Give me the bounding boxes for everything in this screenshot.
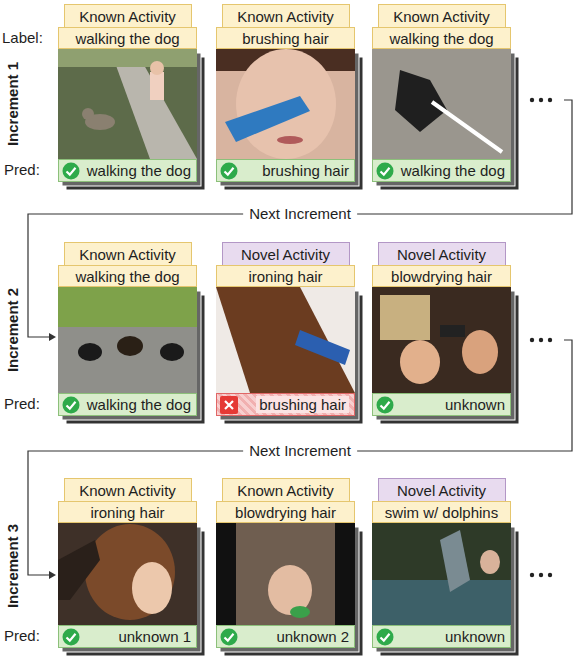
next-increment-label: Next Increment — [243, 443, 357, 460]
activity-type-text: Known Activity — [237, 9, 334, 24]
check-icon — [376, 162, 394, 180]
prediction-text: unknown 1 — [118, 629, 191, 644]
prediction-text: unknown — [445, 629, 505, 644]
label-text: walking the dog — [75, 31, 179, 46]
correct-prediction-bar: unknown — [372, 393, 511, 416]
increment-heading: Increment 3 — [5, 524, 22, 608]
ground-truth-label: swim w/ dolphins — [372, 501, 511, 523]
prediction-text: walking the dog — [401, 163, 505, 178]
novel-activity-tab: Novel Activity — [378, 242, 506, 266]
known-activity-tab: Known Activity — [64, 478, 192, 502]
increment-arrowheads — [49, 333, 56, 579]
ground-truth-label: blowdrying hair — [216, 501, 355, 523]
wrong-prediction-bar: brushing hair — [216, 393, 355, 416]
next-increment-label: Next Increment — [243, 206, 357, 223]
activity-type-text: Known Activity — [237, 483, 334, 498]
row-caption: Pred: — [4, 162, 40, 179]
ground-truth-label: brushing hair — [216, 27, 355, 49]
label-text: ironing hair — [248, 269, 322, 284]
correct-prediction-bar: walking the dog — [58, 159, 197, 182]
prediction-text: walking the dog — [87, 163, 191, 178]
activity-type-text: Novel Activity — [241, 247, 330, 262]
ground-truth-label: ironing hair — [216, 265, 355, 287]
activity-type-text: Known Activity — [79, 9, 176, 24]
check-icon — [62, 396, 80, 414]
known-activity-tab: Known Activity — [64, 242, 192, 266]
prediction-text: unknown 2 — [276, 629, 349, 644]
activity-type-text: Known Activity — [79, 483, 176, 498]
ground-truth-label: blowdrying hair — [372, 265, 511, 287]
label-text: brushing hair — [242, 31, 329, 46]
correct-prediction-bar: walking the dog — [372, 159, 511, 182]
check-icon — [220, 162, 238, 180]
label-text: ironing hair — [90, 505, 164, 520]
row-caption: Pred: — [4, 396, 40, 413]
novel-activity-tab: Novel Activity — [378, 478, 506, 502]
cross-icon — [220, 396, 238, 414]
prediction-text: walking the dog — [87, 397, 191, 412]
label-text: walking the dog — [75, 269, 179, 284]
ground-truth-label: walking the dog — [58, 27, 197, 49]
check-icon — [62, 162, 80, 180]
check-icon — [376, 628, 394, 646]
activity-type-text: Novel Activity — [397, 483, 486, 498]
continuation-dots — [530, 98, 552, 577]
correct-prediction-bar: unknown 2 — [216, 625, 355, 648]
check-icon — [220, 628, 238, 646]
label-text: swim w/ dolphins — [385, 505, 498, 520]
check-icon — [62, 628, 80, 646]
increment-heading: Increment 1 — [5, 62, 22, 146]
known-activity-tab: Known Activity — [222, 478, 350, 502]
correct-prediction-bar: unknown — [372, 625, 511, 648]
row-caption: Label: — [2, 30, 43, 47]
correct-prediction-bar: walking the dog — [58, 393, 197, 416]
prediction-text: brushing hair — [256, 396, 349, 413]
increment-heading: Increment 2 — [5, 288, 22, 372]
prediction-text: unknown — [445, 397, 505, 412]
label-text: walking the dog — [389, 31, 493, 46]
known-activity-tab: Known Activity — [222, 4, 350, 28]
video-frames — [58, 49, 511, 625]
row-caption: Pred: — [4, 628, 40, 645]
correct-prediction-bar: brushing hair — [216, 159, 355, 182]
known-activity-tab: Known Activity — [64, 4, 192, 28]
label-text: blowdrying hair — [391, 269, 492, 284]
ground-truth-label: ironing hair — [58, 501, 197, 523]
correct-prediction-bar: unknown 1 — [58, 625, 197, 648]
activity-type-text: Known Activity — [79, 247, 176, 262]
ground-truth-label: walking the dog — [58, 265, 197, 287]
ground-truth-label: walking the dog — [372, 27, 511, 49]
activity-type-text: Known Activity — [393, 9, 490, 24]
prediction-text: brushing hair — [262, 163, 349, 178]
novel-activity-tab: Novel Activity — [222, 242, 350, 266]
activity-type-text: Novel Activity — [397, 247, 486, 262]
label-text: blowdrying hair — [235, 505, 336, 520]
known-activity-tab: Known Activity — [378, 4, 506, 28]
check-icon — [376, 396, 394, 414]
increment-flow-lines — [28, 100, 572, 575]
